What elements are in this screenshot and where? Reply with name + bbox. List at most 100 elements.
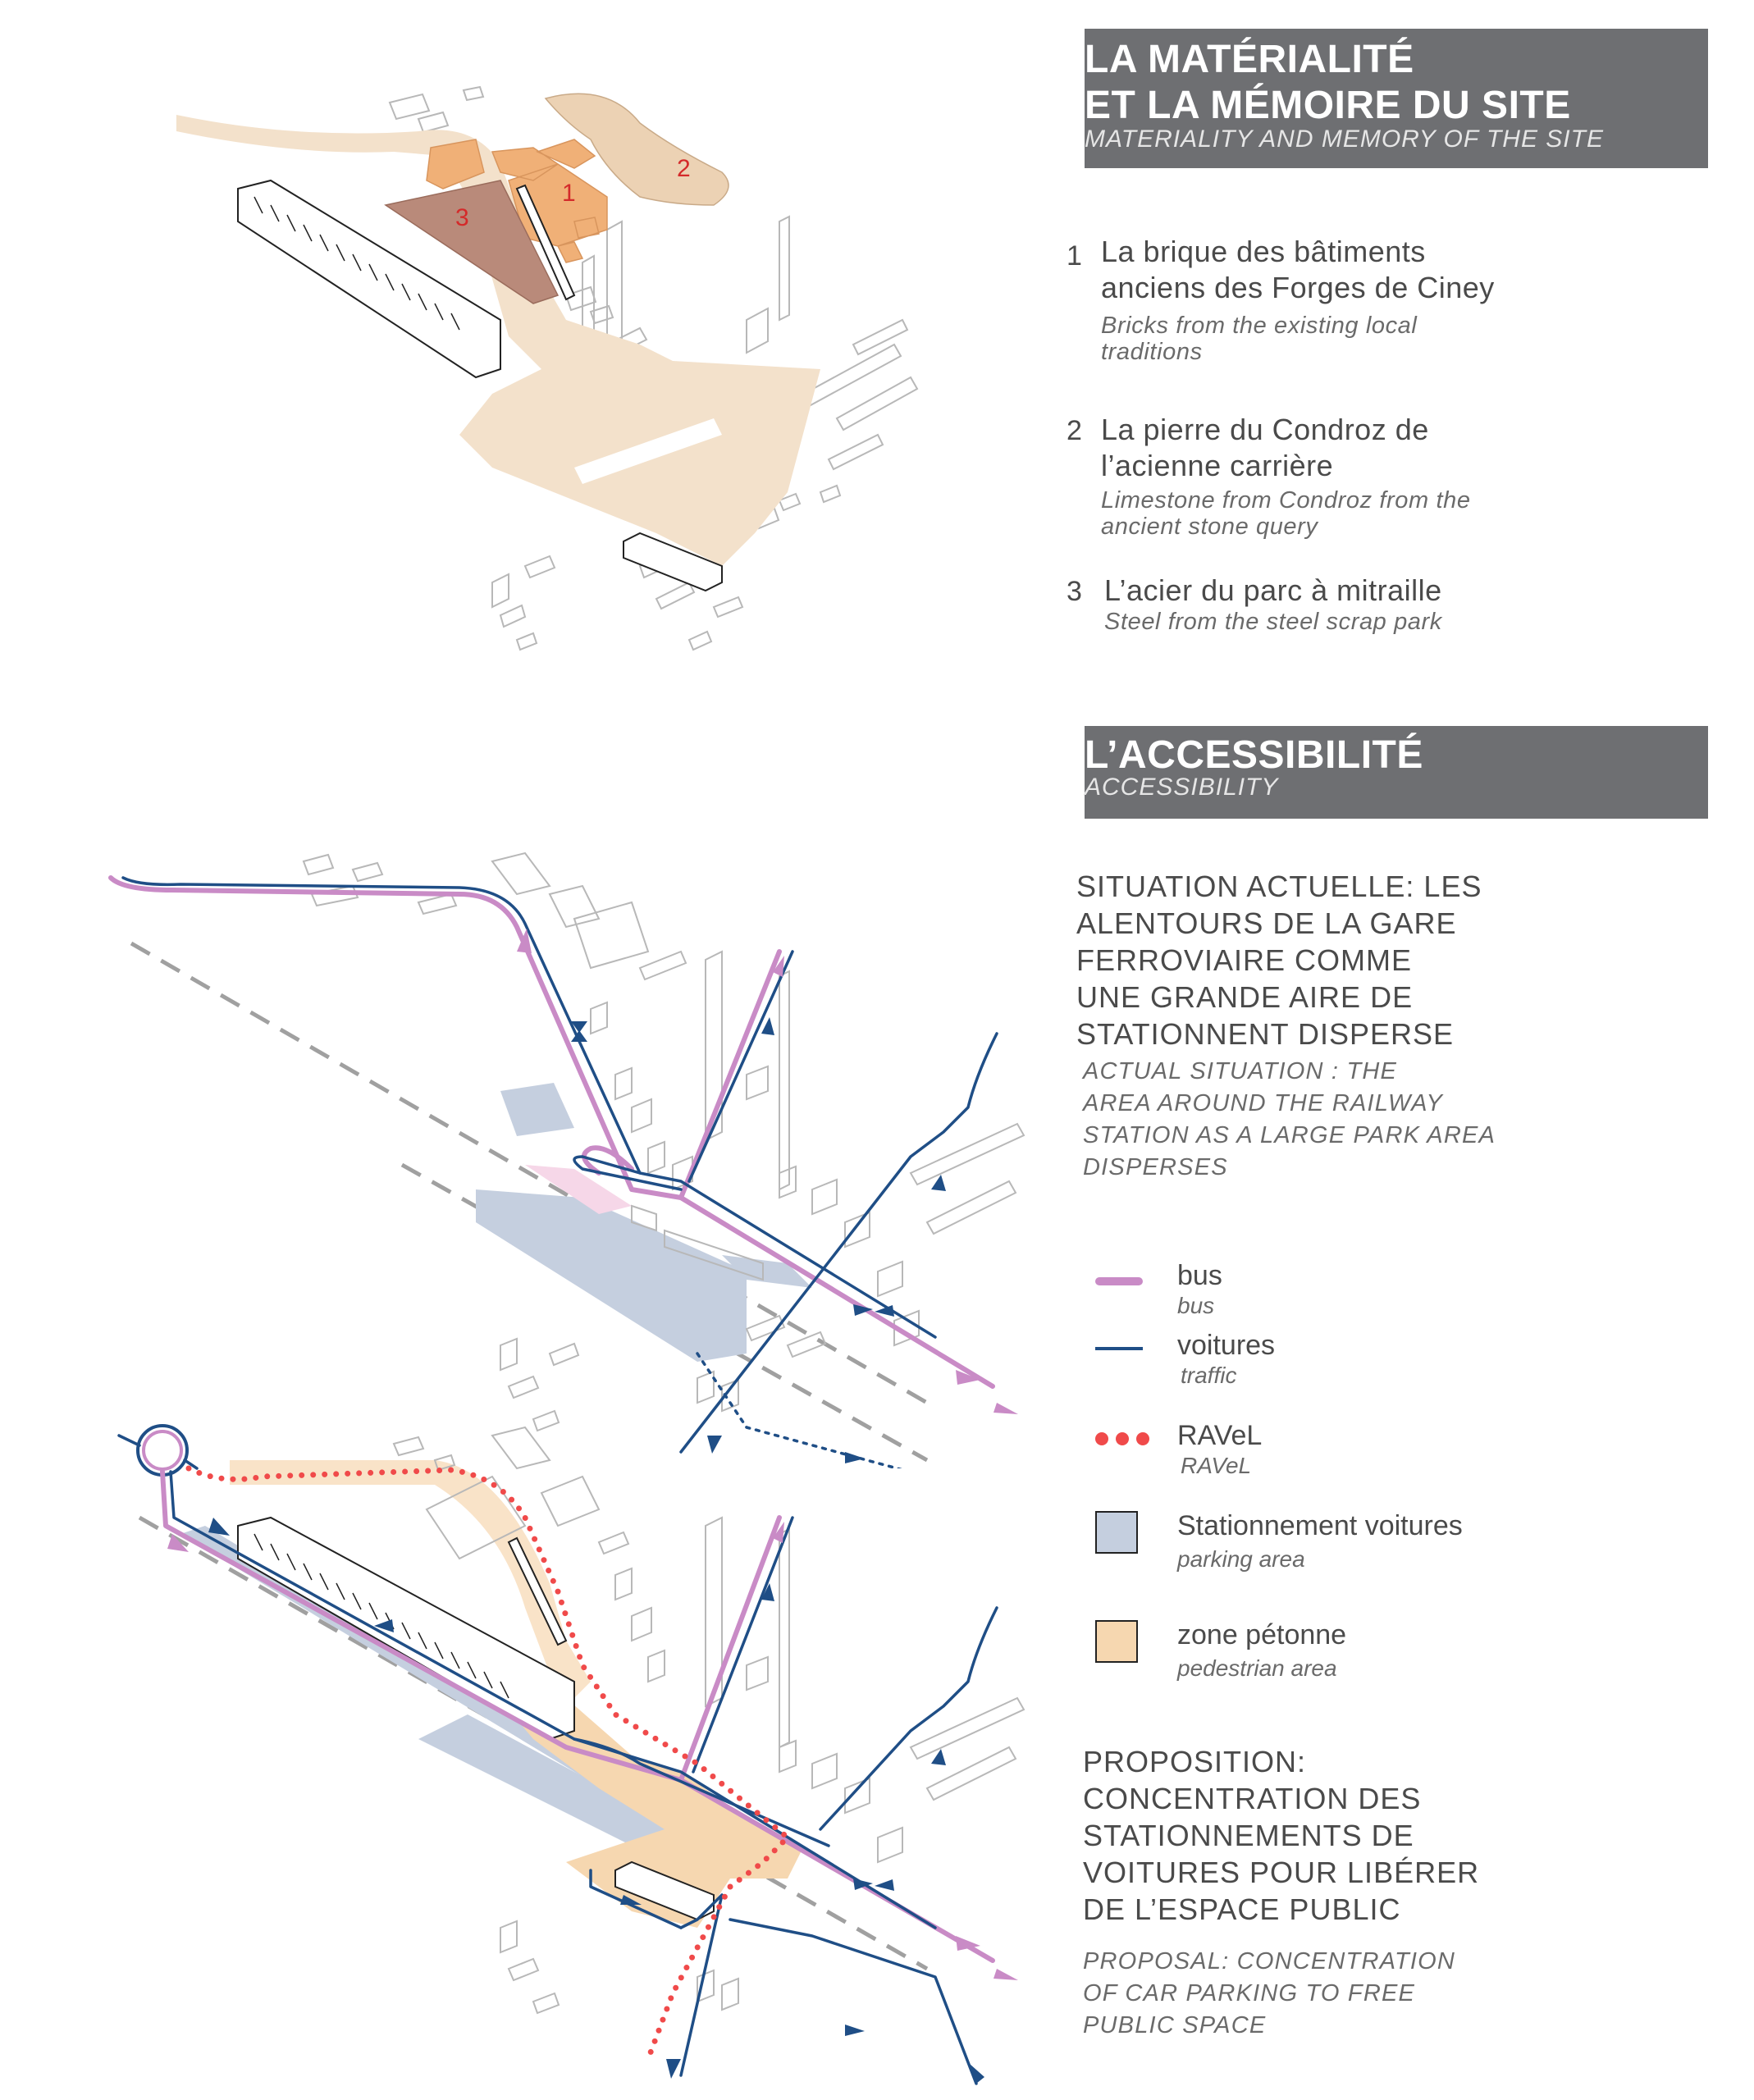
- situation-fr-line: ALENTOURS DE LA GARE: [1076, 906, 1457, 940]
- parking-swatch: [1095, 1511, 1138, 1554]
- car-arrow: [571, 1030, 587, 1042]
- bus-arrow: [993, 1969, 1018, 1980]
- section-subtitle: ACCESSIBILITY: [1085, 774, 1279, 801]
- car-arrow: [853, 1304, 873, 1316]
- situation-en-line: STATION AS A LARGE PARK AREA: [1083, 1122, 1496, 1148]
- parking-area: [418, 1714, 681, 1854]
- map-label-1: 1: [562, 180, 576, 207]
- car-arrow: [666, 2059, 681, 2079]
- ravel-route: [185, 1465, 792, 2062]
- legend-sub: RAVeL: [1181, 1453, 1252, 1478]
- bus-swatch: [1095, 1277, 1143, 1285]
- material-item-1: 1 La brique des bâtiments anciens des Fo…: [1067, 234, 1706, 365]
- situation-fr-line: FERROVIAIRE COMME: [1076, 943, 1413, 977]
- car-arrow: [620, 1895, 642, 1905]
- car-arrow: [707, 1436, 722, 1454]
- item-en-text: Bricks from the existing local: [1101, 313, 1418, 339]
- situation-fr-line: STATIONNENT DISPERSE: [1076, 1017, 1455, 1051]
- car-route: [117, 1434, 199, 1470]
- legend-sub: traffic: [1181, 1363, 1237, 1388]
- car-route: [121, 876, 937, 1339]
- section-title-line1: LA MATÉRIALITÉ: [1085, 38, 1414, 81]
- car-route: [819, 1606, 998, 1831]
- stone-quarry: [544, 93, 729, 206]
- car-arrow: [374, 1619, 394, 1632]
- item-number: 2: [1067, 415, 1082, 446]
- bus-arrow: [993, 1403, 1018, 1414]
- current-situation-map: [108, 851, 1025, 1468]
- parking-area: [476, 1189, 747, 1362]
- item-fr-text: anciens des Forges de Ciney: [1101, 271, 1495, 304]
- bus-route: [108, 875, 995, 1389]
- car-arrow: [761, 1583, 774, 1601]
- legend-sub: bus: [1177, 1293, 1215, 1318]
- car-route: [589, 1869, 683, 1929]
- car-route: [573, 1155, 683, 1191]
- proposal-fr-line: DE L’ESPACE PUBLIC: [1083, 1892, 1401, 1926]
- car-route: [729, 1918, 978, 2085]
- legend-label: Stationnement voitures: [1177, 1510, 1463, 1541]
- car-route: [696, 1352, 902, 1468]
- car-route: [687, 950, 794, 1183]
- car-arrow: [875, 1879, 894, 1891]
- bus-arrow: [773, 956, 784, 977]
- map-label-2: 2: [677, 155, 691, 182]
- item-fr-text: L’acier du parc à mitraille: [1104, 573, 1442, 607]
- bus-route: [678, 1515, 782, 1783]
- material-item-2: 2 La pierre du Condroz de l’acienne carr…: [1067, 412, 1706, 540]
- proposal-en-line: OF CAR PARKING TO FREE: [1083, 1980, 1416, 2006]
- section-subtitle: MATERIALITY AND MEMORY OF THE SITE: [1085, 126, 1604, 153]
- proposal-fr-line: VOITURES POUR LIBÉRER: [1083, 1856, 1480, 1889]
- material-item-3: 3 L’acier du parc à mitraille Steel from…: [1067, 573, 1706, 635]
- car-route: [573, 1737, 830, 1847]
- legend-sub: pedestrian area: [1177, 1655, 1337, 1681]
- map-label-3: 3: [455, 204, 469, 231]
- car-swatch: [1095, 1347, 1143, 1350]
- proposal-map: [117, 1424, 1025, 2085]
- car-arrow: [875, 1305, 894, 1317]
- item-fr-text: La pierre du Condroz de: [1101, 413, 1429, 446]
- pedestrian-area: [230, 1460, 591, 1698]
- item-fr-text: La brique des bâtiments: [1101, 235, 1426, 268]
- car-arrow: [931, 1749, 946, 1765]
- item-fr-text: l’acienne carrière: [1101, 449, 1334, 482]
- bus-arrow: [167, 1534, 189, 1552]
- car-arrow: [931, 1175, 946, 1191]
- section-header-accessibility: L’ACCESSIBILITÉ ACCESSIBILITY: [1085, 726, 1708, 819]
- ravel-swatch: [1095, 1432, 1149, 1445]
- car-route: [679, 1893, 724, 2077]
- legend-sub: parking area: [1177, 1546, 1305, 1572]
- legend-label: zone pétonne: [1177, 1619, 1347, 1650]
- bus-route: [678, 949, 782, 1200]
- car-route: [692, 1516, 794, 1774]
- car-arrow: [970, 2064, 984, 2084]
- proposal-text: PROPOSITION: CONCENTRATION DES STATIONNE…: [1083, 1743, 1723, 2042]
- bus-arrow: [956, 1936, 980, 1951]
- car-arrow: [571, 1021, 587, 1033]
- bus-arrow: [517, 929, 532, 953]
- section-header-materiality: LA MATÉRIALITÉ ET LA MÉMOIRE DU SITE MAT…: [1085, 29, 1708, 168]
- proposal-fr-line: PROPOSITION:: [1083, 1745, 1307, 1778]
- car-arrow: [845, 1452, 865, 1463]
- bus-arrow: [773, 1522, 784, 1543]
- situation-en-line: DISPERSES: [1083, 1154, 1228, 1180]
- steel-park: [384, 180, 560, 304]
- proposal-en-line: PROPOSAL: CONCENTRATION: [1083, 1948, 1456, 1974]
- car-route: [679, 1032, 998, 1454]
- materiality-map: 1 2 3: [176, 85, 919, 651]
- parking-area: [500, 1083, 574, 1136]
- car-arrow: [208, 1518, 230, 1536]
- section-title: L’ACCESSIBILITÉ: [1085, 733, 1423, 777]
- car-arrow: [853, 1879, 873, 1890]
- parking-area: [722, 1255, 812, 1288]
- legend-label: RAVeL: [1177, 1420, 1263, 1451]
- situation-en-line: ACTUAL SITUATION : THE: [1083, 1058, 1398, 1084]
- railway-line: [130, 941, 929, 1405]
- car-arrow: [845, 2025, 865, 2036]
- item-number: 3: [1067, 576, 1082, 607]
- brick-buildings: [426, 139, 608, 263]
- item-en-text: Steel from the steel scrap park: [1104, 609, 1442, 635]
- legend-label: bus: [1177, 1260, 1222, 1291]
- car-arrow: [761, 1017, 774, 1035]
- situation-fr-line: UNE GRANDE AIRE DE: [1076, 980, 1414, 1014]
